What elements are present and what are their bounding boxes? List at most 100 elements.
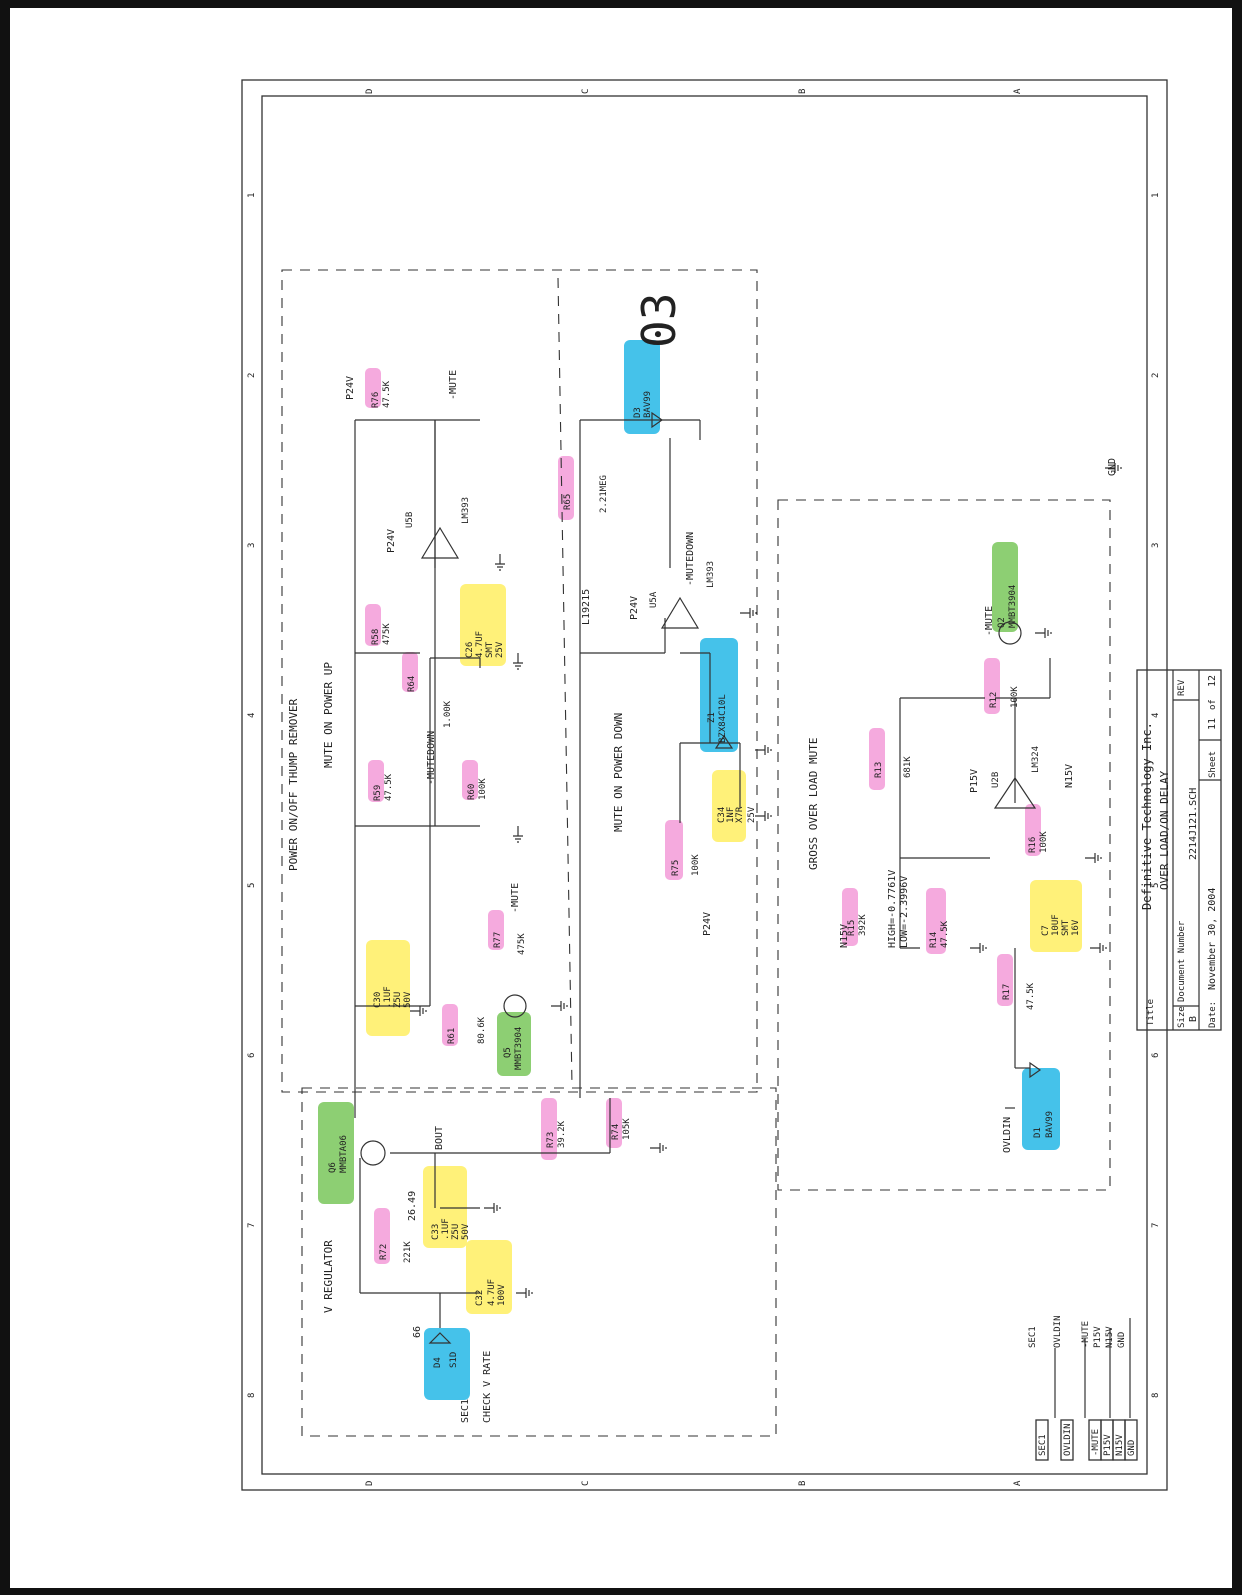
d3-value: BAV99 — [643, 391, 653, 418]
title-label: Title — [1146, 999, 1156, 1026]
r12-value: 100K — [1010, 686, 1020, 708]
border-col-label: 4 — [247, 713, 257, 718]
z1-symbol — [714, 734, 734, 749]
r13-ref: R13 — [874, 762, 884, 778]
r76-value: 47.5K — [382, 380, 392, 408]
z1-value: BZX84C10L — [718, 694, 728, 743]
d3-symbol — [651, 411, 664, 429]
sheet-total: 12 — [1207, 675, 1218, 687]
r74-ref: R74 — [611, 1124, 621, 1140]
net-p15v-u2b: P15V — [969, 769, 980, 793]
border-col-label: 3 — [247, 543, 257, 548]
date-value: November 30, 2004 — [1207, 888, 1218, 990]
size-value: B — [1188, 1016, 1199, 1022]
q6-symbol — [360, 1140, 386, 1166]
r60-value: 100K — [478, 778, 488, 800]
size-label: Size — [1177, 1006, 1187, 1028]
border-col-label: 2 — [1151, 373, 1161, 378]
u5b-ref: U5B — [405, 512, 415, 528]
r58-ref: R58 — [371, 629, 381, 645]
rev-label: REV — [1177, 679, 1187, 696]
border-row-label: C — [581, 1481, 591, 1486]
border-col-label: 6 — [1151, 1053, 1161, 1058]
q6-ref: Q6 — [328, 1162, 338, 1173]
section-gross-overload-title: GROSS OVER LOAD MUTE — [807, 738, 820, 870]
r64-value: 1.00K — [443, 700, 453, 728]
net-labels: P24V -MUTE P24V -MUTEDOWN -MUTE L19215 P… — [345, 370, 1118, 1423]
c33-value: .1UF — [441, 1218, 451, 1240]
r73-ref: R73 — [546, 1132, 556, 1148]
doc-number-label: Document Number — [1177, 920, 1187, 1002]
net-gnd-symbol: GND — [1107, 458, 1118, 476]
port-box — [1035, 1419, 1049, 1461]
r73-value: 39.2K — [557, 1120, 567, 1148]
date-label: Date: — [1208, 1001, 1218, 1028]
r72-value: 221K — [403, 1241, 413, 1263]
d4-symbol — [428, 1332, 452, 1344]
c34-voltage: 25V — [747, 806, 757, 823]
net-sec1-d4: SEC1 — [460, 1399, 471, 1423]
border-col-label: 7 — [1151, 1223, 1161, 1228]
section-v-regulator-title: V REGULATOR — [322, 1240, 335, 1313]
border-col-label: 3 — [1151, 543, 1161, 548]
r76-ref: R76 — [371, 392, 381, 408]
port-label: GND — [1127, 1440, 1137, 1456]
c34-ref: C34 — [717, 807, 727, 823]
port-net-label: OVLDIN — [1053, 1315, 1063, 1348]
section-mute-up-title: MUTE ON POWER UP — [322, 662, 335, 768]
d1-value: BAV99 — [1045, 1111, 1055, 1138]
port-label: P15V — [1103, 1434, 1113, 1456]
r61-value: 80.6K — [477, 1016, 487, 1044]
wiring — [354, 419, 1131, 1418]
c30-voltage: 50V — [403, 991, 413, 1008]
c26-ref: C26 — [465, 642, 475, 658]
outer-border — [241, 79, 1168, 1491]
r75-ref: R75 — [671, 860, 681, 876]
c30-type: Z5U — [393, 992, 403, 1008]
net-ovldin: OVLDIN — [1002, 1117, 1013, 1153]
c34-type: X7R — [735, 806, 745, 823]
port-label: N15V — [1115, 1434, 1125, 1456]
r13-value: 681K — [903, 756, 913, 778]
border-row-label: A — [1013, 88, 1023, 94]
net-p24v-u5b: P24V — [386, 529, 397, 553]
border-col-label: 1 — [247, 193, 257, 198]
port-net-label: P15V — [1093, 1326, 1103, 1348]
r15-value: 392K — [858, 914, 868, 936]
c32-value: 4.7UF — [487, 1279, 497, 1306]
border-col-label: 8 — [1151, 1393, 1161, 1398]
r16-ref: R16 — [1028, 837, 1038, 853]
q2-symbol — [998, 621, 1022, 645]
net-bout: BOUT — [434, 1126, 445, 1150]
border-col-label: 2 — [247, 373, 257, 378]
d3-ref: D3 — [633, 407, 643, 418]
u5a-value: LM393 — [706, 561, 716, 588]
section-mute-down-title: MUTE ON POWER DOWN — [612, 713, 625, 832]
note-low-voltage: LOW=-2.3996V — [899, 876, 910, 948]
d4-ref: D4 — [433, 1357, 443, 1368]
c7-type: SMT — [1061, 919, 1071, 936]
r14-ref: R14 — [929, 932, 939, 948]
sheet-label: Sheet — [1208, 751, 1218, 778]
port-label: OVLDIN — [1063, 1423, 1073, 1456]
r12-ref: R12 — [989, 692, 999, 708]
q5-ref: Q5 — [503, 1047, 513, 1058]
q5-value: MMBT3904 — [514, 1027, 524, 1070]
r77-value: 475K — [517, 933, 527, 955]
border-row-label: B — [798, 1481, 808, 1486]
r14-value: 47.5K — [940, 920, 950, 948]
r59-ref: R59 — [373, 785, 383, 801]
check-v-rate-note: CHECK V RATE — [482, 1351, 493, 1423]
r74-value: 105K — [622, 1118, 632, 1140]
net-p24v-top: P24V — [345, 376, 356, 400]
v-regulator-box — [301, 1087, 777, 1437]
r72-ref: R72 — [379, 1244, 389, 1260]
u5b-opamp — [420, 526, 460, 559]
net-mutedown-r64: -MUTEDOWN — [426, 731, 437, 785]
r64-ref: R64 — [407, 676, 417, 692]
net-p24v-u5a: P24V — [629, 596, 640, 620]
port-net-label: N15V — [1105, 1326, 1115, 1348]
